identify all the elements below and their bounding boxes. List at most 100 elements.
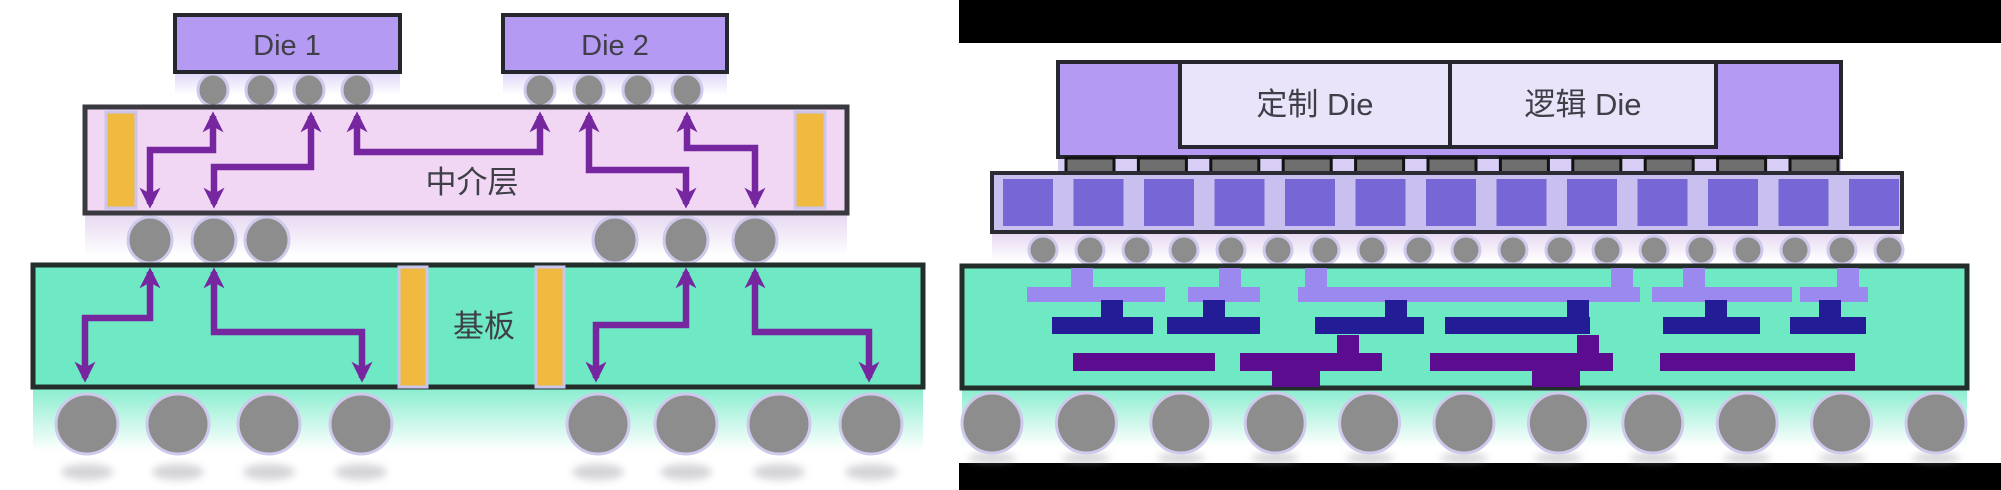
ball-shadow: [1912, 453, 1960, 463]
microbump: [244, 72, 278, 108]
microbump: [1281, 156, 1333, 175]
c4-bump: [1262, 234, 1294, 266]
bottom-black-bar: [959, 463, 2001, 490]
microbump: [1571, 156, 1623, 175]
microbump: [1788, 156, 1840, 175]
ball-shadow: [1534, 453, 1583, 463]
ball-shadow: [968, 453, 1016, 463]
ball-shadow: [152, 464, 204, 480]
c4-bump: [1544, 234, 1576, 266]
c4-bump: [1685, 234, 1717, 266]
microbump: [621, 72, 655, 108]
tsv-bar: [793, 110, 827, 210]
c4-bump: [1450, 234, 1482, 266]
solder-ball: [1338, 391, 1402, 455]
tsv-square: [1778, 179, 1829, 226]
c4-bump: [591, 215, 639, 265]
ball-shadow: [660, 464, 712, 480]
ball-shadow: [845, 464, 897, 480]
ball-shadow: [1062, 453, 1111, 463]
solder-balls: [54, 392, 904, 456]
c4-bump: [1779, 234, 1811, 266]
substrate-signal-routes: [74, 267, 880, 383]
c4-bump: [1074, 234, 1106, 266]
c4-bump: [1873, 234, 1905, 266]
tsv-square: [1637, 179, 1688, 226]
solder-ball-shadows: [968, 453, 1960, 463]
tsv-square: [1496, 179, 1547, 226]
tsv-square: [1567, 179, 1617, 226]
microbump: [196, 72, 230, 108]
microbump: [292, 72, 326, 108]
die1: Die 1: [173, 13, 402, 74]
custom-die-label: 定制 Die: [1256, 87, 1373, 122]
die2: Die 2: [501, 13, 729, 74]
microbump: [1209, 156, 1261, 175]
solder-ball: [1621, 391, 1685, 455]
substrate-layer: [959, 263, 1970, 391]
c4-bump: [190, 215, 238, 265]
c4-bump: [1826, 234, 1858, 266]
tsv-square: [1003, 179, 1053, 226]
solder-ball: [1149, 391, 1213, 455]
ball-shadow: [1251, 453, 1300, 463]
microbump: [1354, 156, 1406, 175]
solder-ball: [145, 392, 211, 456]
ball-shadow: [243, 464, 295, 480]
solder-ball: [565, 392, 631, 456]
ball-shadow: [572, 464, 624, 480]
tsv-square: [1214, 179, 1265, 226]
c4-bump: [662, 215, 710, 265]
ball-shadow: [1345, 453, 1394, 463]
top-black-bar: [959, 0, 2001, 43]
tsv-square: [1426, 179, 1476, 226]
solder-ball: [838, 392, 904, 456]
interposer-label: 中介层: [426, 165, 519, 200]
logic-die-label: 逻辑 Die: [1524, 87, 1641, 122]
microbump: [1498, 156, 1550, 175]
c4-bump: [1638, 234, 1670, 266]
solder-ball: [328, 392, 394, 456]
microbump: [1643, 156, 1695, 175]
die2-label: Die 2: [581, 30, 649, 62]
die1-label: Die 1: [253, 30, 321, 62]
c4-bump: [1309, 234, 1341, 266]
logic-die: 逻辑 Die: [1448, 60, 1718, 149]
c4-bump: [1497, 234, 1529, 266]
c4-bump: [1732, 234, 1764, 266]
routing-layer-middle: [1052, 300, 1866, 334]
solder-ball: [1810, 391, 1874, 455]
c4-bump: [1215, 234, 1247, 266]
microbump: [1136, 156, 1188, 175]
microbump: [523, 72, 557, 108]
c4-bump: [126, 215, 174, 265]
routing-layer-top: [1027, 268, 1868, 302]
microbump: [670, 72, 704, 108]
c4-bump: [1356, 234, 1388, 266]
chiplet-package-diagram: 定制 Die 逻辑 Die: [959, 0, 2001, 490]
solder-ball: [54, 392, 120, 456]
c4-bump: [1168, 234, 1200, 266]
ball-shadow: [1628, 453, 1677, 463]
tsv-square: [1144, 179, 1194, 226]
tsv-square: [1708, 179, 1758, 226]
substrate-label: 基板: [453, 309, 515, 344]
microbump: [340, 72, 374, 108]
c4-bump: [1027, 234, 1059, 266]
ball-shadow: [1723, 453, 1772, 463]
solder-ball: [653, 392, 719, 456]
c4-bump: [731, 215, 779, 265]
tsv-square: [1849, 179, 1899, 226]
ball-shadow: [335, 464, 387, 480]
interposer-layer: 中介层: [82, 104, 850, 216]
solder-balls: [960, 391, 1968, 455]
solder-ball: [1432, 391, 1496, 455]
tsv-square: [1073, 179, 1124, 226]
microbump-row: [1064, 156, 1840, 175]
tsv-square: [1285, 179, 1335, 226]
solder-ball: [1715, 391, 1779, 455]
die1-microbumps: [196, 72, 374, 108]
tsv-bar: [104, 110, 138, 210]
interposer-layer: [990, 171, 1904, 234]
